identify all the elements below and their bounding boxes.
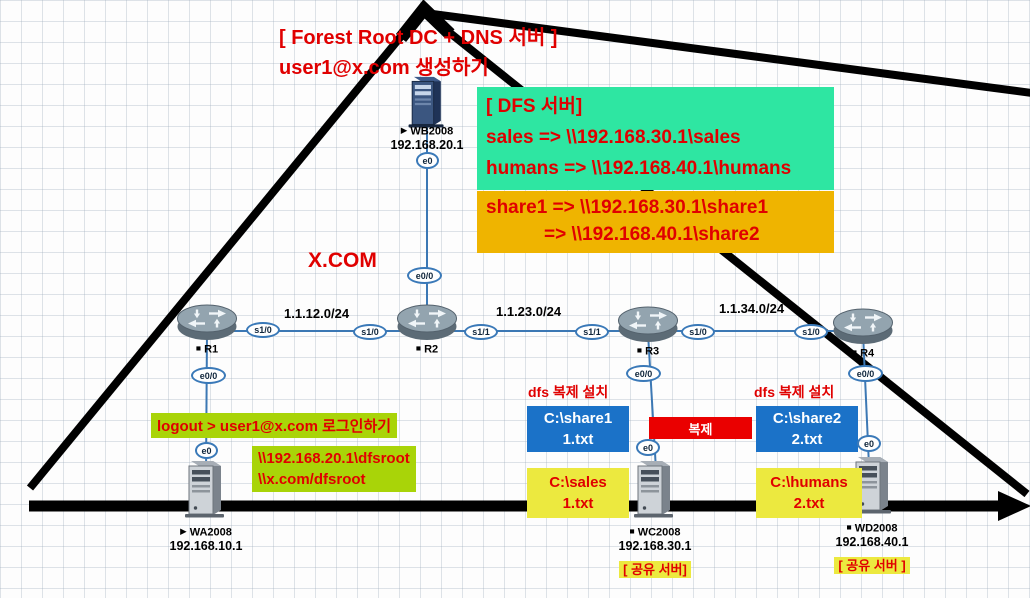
- status-marker: ▶: [180, 526, 187, 536]
- interface-r3-s10: s1/0: [681, 324, 715, 340]
- router-r1[interactable]: [176, 302, 238, 342]
- share2-mapping: => \\192.168.40.1\share2: [544, 224, 760, 245]
- dfs-server-note: [ DFS 서버] sales => \\192.168.30.1\sales …: [477, 87, 834, 190]
- router-r3[interactable]: [617, 304, 679, 344]
- interface-wd-e0: e0: [857, 435, 881, 452]
- interface-r3-s11: s1/1: [575, 324, 609, 340]
- humans-folder-box: C:\humans 2.txt: [756, 468, 862, 518]
- share2-folder-box: C:\share2 2.txt: [756, 406, 858, 452]
- folder-path: C:\sales: [549, 474, 607, 491]
- status-marker: ■: [629, 526, 635, 536]
- interface-r2-s11: s1/1: [464, 324, 498, 340]
- server-wc2008[interactable]: [633, 460, 675, 518]
- interface-r2-e00: e0/0: [407, 267, 442, 284]
- server-icon: [184, 460, 226, 518]
- interface-r3-e00: e0/0: [626, 365, 661, 382]
- interface-r4-s10: s1/0: [794, 324, 828, 340]
- interface-wb-e0: e0: [416, 152, 439, 169]
- device-marker: ■: [636, 345, 642, 355]
- domain-label: X.COM: [308, 249, 377, 272]
- title-create-user: user1@x.com 생성하기: [279, 57, 489, 79]
- link-subnet-r2-r3: 1.1.23.0/24: [496, 304, 562, 319]
- device-marker: ■: [851, 347, 857, 357]
- interface-wa-e0: e0: [195, 442, 218, 459]
- dfs-sales-mapping: sales => \\192.168.30.1\sales: [486, 127, 741, 148]
- server-wa2008[interactable]: [184, 460, 226, 518]
- status-marker: ■: [846, 522, 852, 532]
- share-mapping-note: share1 => \\192.168.30.1\share1 => \\192…: [477, 191, 834, 253]
- interface-r1-e00: e0/0: [191, 367, 226, 384]
- folder-file: 1.txt: [562, 495, 594, 512]
- server-icon: [633, 460, 675, 518]
- device-ip: 192.168.30.1: [618, 538, 692, 553]
- router-r1-label: ■ R1: [172, 343, 242, 356]
- interface-r2-s10: s1/0: [353, 324, 387, 340]
- replication-band: 복제: [649, 417, 752, 439]
- router-icon: [176, 302, 238, 342]
- replication-label: 복제: [688, 421, 713, 437]
- link-subnet-r1-r2: 1.1.12.0/24: [284, 306, 350, 321]
- interface-r1-s10: s1/0: [246, 322, 280, 338]
- device-name: R1: [204, 343, 219, 356]
- server-wd2008-label: ■ WD2008 192.168.40.1: [827, 522, 917, 549]
- dfsroot-dns-path: \\x.com/dfsroot: [258, 471, 366, 488]
- device-name: WD2008: [854, 522, 898, 535]
- dfs-replication-note-left: dfs 복제 설치: [528, 384, 609, 400]
- folder-file: 2.txt: [791, 431, 823, 448]
- server-wa2008-label: ▶ WA2008 192.168.10.1: [161, 526, 251, 553]
- device-ip: 192.168.40.1: [835, 534, 909, 549]
- device-name: WB2008: [410, 125, 454, 138]
- lesson-title: [ Forest Root DC + DNS 서버 ] user1@x.com …: [279, 23, 557, 83]
- device-ip: 192.168.10.1: [169, 538, 243, 553]
- status-marker: ▶: [400, 125, 408, 135]
- arrowhead-top-icon: [395, 0, 455, 43]
- device-ip: 192.168.20.1: [390, 137, 464, 152]
- role-badge: [ 공유 서버 ]: [834, 557, 910, 574]
- router-icon: [617, 304, 679, 344]
- server-wc2008-role: [ 공유 서버]: [600, 559, 710, 579]
- device-name: WA2008: [189, 526, 232, 539]
- logout-note: logout > user1@x.com 로그인하기: [151, 413, 398, 438]
- dfs-note-title: [ DFS 서버]: [486, 96, 583, 117]
- role-badge: [ 공유 서버]: [619, 561, 691, 578]
- folder-file: 1.txt: [562, 431, 594, 448]
- server-wb2008[interactable]: [404, 76, 449, 128]
- interface-r4-e00: e0/0: [848, 365, 883, 382]
- arrowhead-right-icon: [998, 491, 1030, 521]
- link-subnet-r3-r4: 1.1.34.0/24: [719, 301, 785, 316]
- router-r4-label: ■ R4: [828, 347, 898, 360]
- router-r2[interactable]: [396, 302, 458, 342]
- dfsroot-unc-path: \\192.168.20.1\dfsroot: [258, 450, 410, 467]
- device-marker: ■: [415, 343, 421, 353]
- sales-folder-box: C:\sales 1.txt: [527, 468, 629, 518]
- folder-file: 2.txt: [793, 495, 825, 512]
- device-name: R4: [860, 347, 875, 360]
- server-wd2008-role: [ 공유 서버 ]: [817, 555, 927, 575]
- router-r3-label: ■ R3: [613, 345, 683, 358]
- device-name: R3: [645, 345, 660, 358]
- folder-path: C:\share1: [543, 410, 613, 427]
- device-name: WC2008: [637, 526, 681, 539]
- server-wc2008-label: ■ WC2008 192.168.30.1: [610, 526, 700, 553]
- device-name: R2: [424, 343, 439, 356]
- dfs-replication-note-right: dfs 복제 설치: [754, 384, 835, 400]
- router-r4[interactable]: [832, 306, 894, 346]
- share1-mapping: share1 => \\192.168.30.1\share1: [486, 197, 769, 218]
- router-icon: [832, 306, 894, 346]
- router-icon: [396, 302, 458, 342]
- folder-path: C:\humans: [770, 474, 848, 491]
- share1-folder-box: C:\share1 1.txt: [527, 406, 629, 452]
- router-r2-label: ■ R2: [392, 343, 462, 356]
- title-forest-root: [ Forest Root DC + DNS 서버 ]: [279, 27, 558, 49]
- folder-path: C:\share2: [772, 410, 842, 427]
- server-icon: [404, 76, 449, 128]
- interface-wc-e0: e0: [636, 439, 660, 456]
- dfs-humans-mapping: humans => \\192.168.40.1\humans: [486, 158, 792, 179]
- dfsroot-note: \\192.168.20.1\dfsroot \\x.com/dfsroot: [252, 446, 416, 492]
- device-marker: ■: [195, 343, 201, 353]
- server-wb2008-label: ▶ WB2008 192.168.20.1: [382, 125, 472, 152]
